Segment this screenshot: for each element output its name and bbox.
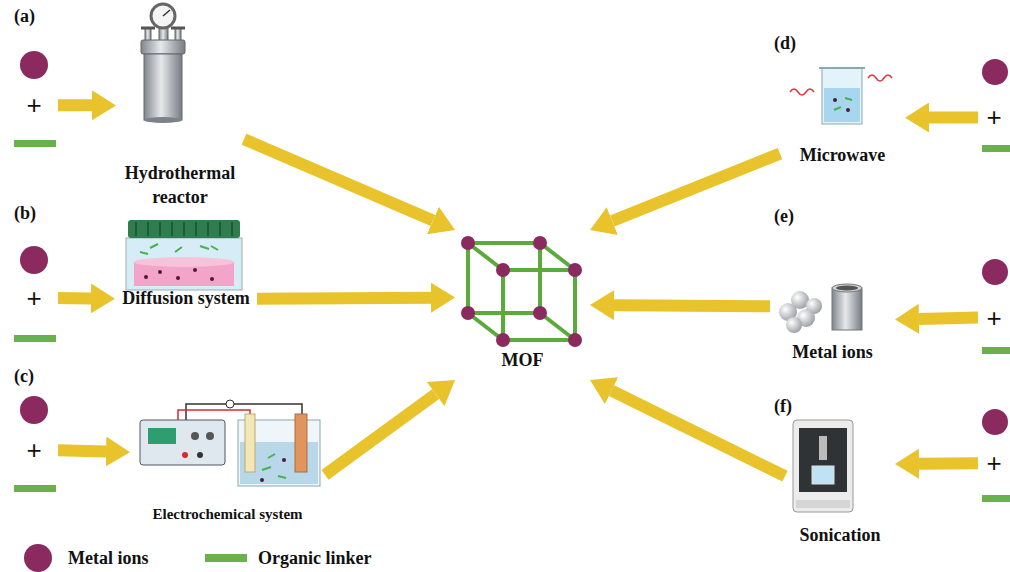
panel-letter: (a) bbox=[14, 6, 35, 27]
plus-sign: + bbox=[26, 285, 41, 311]
panel-letter: (d) bbox=[774, 33, 796, 54]
process-arrow bbox=[919, 457, 978, 470]
process-arrow bbox=[58, 292, 91, 304]
method-label: MOF bbox=[502, 348, 544, 372]
metal-source-icon bbox=[779, 284, 862, 333]
plus-sign: + bbox=[26, 92, 41, 118]
plus-sign: + bbox=[986, 104, 1001, 130]
method-box: Metal ions bbox=[770, 270, 895, 368]
process-arrow bbox=[58, 450, 106, 451]
legend-label: Metal ions bbox=[68, 548, 149, 569]
process-arrow bbox=[919, 317, 978, 318]
method-label: Electrochemical system bbox=[152, 504, 302, 524]
method-label: Diffusion system bbox=[122, 286, 250, 310]
reactant-symbols bbox=[14, 51, 1010, 502]
microwave-beaker-icon bbox=[790, 68, 892, 124]
method-box: MOF bbox=[455, 230, 590, 380]
process-arrow bbox=[58, 99, 92, 111]
reactant-group: + bbox=[10, 243, 58, 347]
diffusion-jar-icon bbox=[126, 220, 242, 290]
sonicator-icon bbox=[793, 420, 853, 512]
process-arrow bbox=[325, 394, 436, 475]
reactant-group: + bbox=[978, 255, 1010, 359]
method-box: Diffusion system bbox=[115, 215, 257, 314]
legend-swatch bbox=[205, 554, 247, 562]
mof-framework-icon bbox=[461, 236, 582, 347]
plus-sign: + bbox=[986, 305, 1001, 331]
method-box: Electrochemical system bbox=[130, 395, 325, 528]
legend-label: Organic linker bbox=[258, 548, 372, 569]
method-box: Microwave bbox=[780, 55, 905, 171]
panel-letter: (f) bbox=[774, 396, 792, 417]
process-arrow bbox=[929, 111, 978, 123]
reactant-group: + bbox=[10, 393, 58, 497]
method-label: Microwave bbox=[800, 143, 886, 167]
plus-sign: + bbox=[26, 437, 41, 463]
plus-sign: + bbox=[986, 450, 1001, 476]
reactant-group: + bbox=[978, 55, 1010, 159]
legend-swatch bbox=[24, 544, 52, 572]
process-arrow bbox=[612, 154, 780, 221]
reactant-group: + bbox=[978, 405, 1010, 509]
process-arrow bbox=[257, 298, 431, 299]
method-box: Hydrothermal reactor bbox=[116, 2, 244, 213]
method-label: Hydrothermal reactor bbox=[120, 161, 240, 210]
hydrothermal-reactor-icon bbox=[141, 4, 185, 123]
panel-letter: (e) bbox=[774, 206, 794, 227]
panel-letter: (c) bbox=[14, 366, 34, 387]
process-arrow bbox=[612, 391, 785, 477]
process-arrow bbox=[614, 305, 770, 306]
panel-letter: (b) bbox=[14, 203, 36, 224]
method-label: Metal ions bbox=[792, 340, 873, 364]
process-arrow bbox=[244, 139, 433, 220]
electrochemical-cell-icon bbox=[140, 400, 320, 486]
method-box: Sonication bbox=[785, 415, 895, 551]
reactant-group: + bbox=[10, 48, 58, 152]
method-label: Sonication bbox=[799, 523, 880, 547]
